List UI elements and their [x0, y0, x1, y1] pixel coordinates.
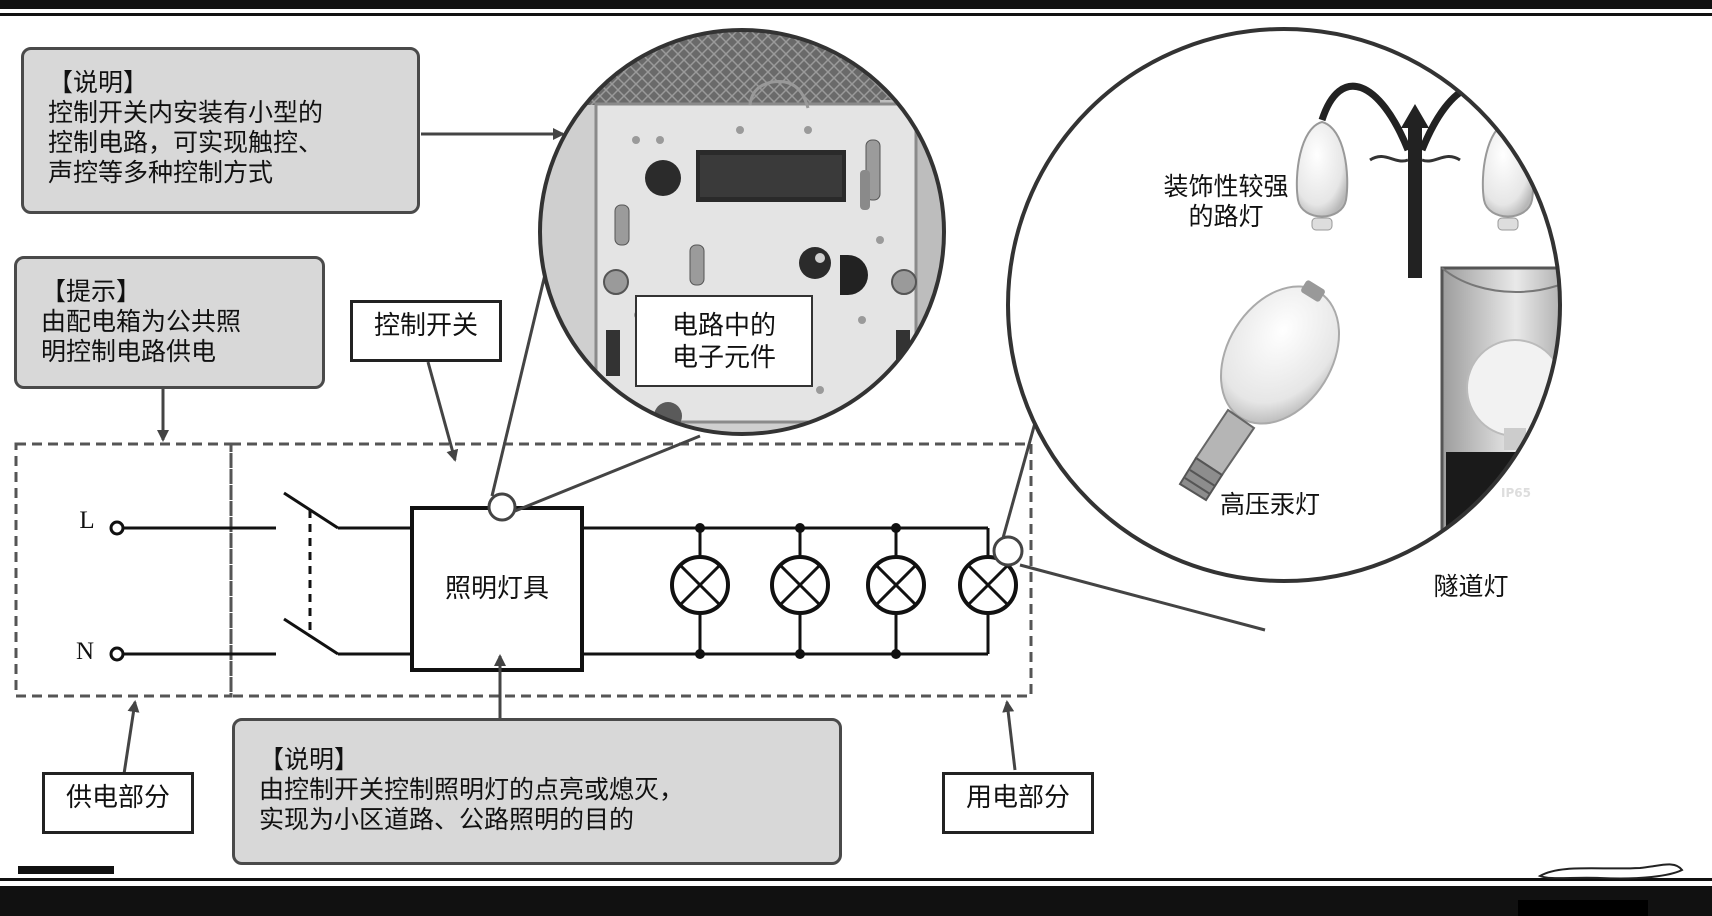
- lamp-symbol: [866, 523, 926, 659]
- lamp-symbol: [770, 523, 830, 659]
- junction-dot: [695, 523, 705, 533]
- tunnel-lamp-badge: IP65: [1501, 486, 1531, 500]
- circuit-caption-box: [635, 295, 813, 387]
- terminal-N-label: N: [75, 638, 95, 665]
- note-heading: 【说明】: [48, 68, 149, 97]
- circuit-board-photo: [538, 28, 946, 436]
- tunnel-lamp-image: [1440, 266, 1560, 550]
- note-line: 由控制开关控制照明灯的点亮或熄灭，: [259, 775, 685, 804]
- circuit-caption: 电路中的 电子元件: [636, 310, 812, 374]
- lamp-symbol: [958, 528, 1018, 654]
- junction-dot: [891, 523, 901, 533]
- label-power-supply-part: 供电部分: [42, 772, 194, 834]
- junction-dot: [795, 649, 805, 659]
- zoom-marker-switch: [487, 492, 517, 522]
- note-hint-power: 【提示】 由配电箱为公共照 明控制电路供电: [14, 256, 325, 389]
- note-line: 实现为小区道路、公路照明的目的: [259, 805, 635, 834]
- label-lighting-fixture: 照明灯具: [444, 574, 549, 604]
- note-line: 明控制电路供电: [41, 337, 217, 366]
- zoom-marker-lamp: [992, 535, 1024, 567]
- junction-dot: [695, 649, 705, 659]
- terminal-L-dot: [109, 520, 125, 536]
- junction-dot: [795, 523, 805, 533]
- junction-dot: [891, 649, 901, 659]
- region-boxes: [14, 442, 1033, 698]
- decorative-street-lamp-image: [1295, 82, 1535, 278]
- label-control-switch: 控制开关: [350, 300, 502, 362]
- tunnel-lamp-caption: 隧道灯: [1433, 572, 1509, 601]
- mercury-lamp-caption: 高压汞灯: [1219, 490, 1320, 519]
- note-line: 声控等多种控制方式: [48, 158, 274, 187]
- note-heading: 【提示】: [41, 277, 142, 306]
- circuit-caption-line: 电路中的: [671, 311, 776, 341]
- terminal-L-label: L: [79, 507, 95, 534]
- label-power-use-part: 用电部分: [942, 772, 1094, 834]
- decorative-lamp-caption-line: 的路灯: [1188, 202, 1264, 231]
- note-lighting-control: 【说明】 由控制开关控制照明灯的点亮或熄灭， 实现为小区道路、公路照明的目的: [232, 718, 842, 865]
- note-line: 由配电箱为公共照: [41, 307, 242, 336]
- decorative-lamp-caption-line: 装饰性较强: [1163, 172, 1289, 201]
- circuit-caption-line: 电子元件: [671, 343, 776, 373]
- lamp-photos: [1006, 27, 1562, 583]
- note-control-switch: 【说明】 控制开关内安装有小型的 控制电路，可实现触控、 声控等多种控制方式: [21, 47, 420, 214]
- note-line: 控制开关内安装有小型的: [48, 98, 324, 127]
- mercury-lamp-image: [1178, 280, 1341, 502]
- lamp-symbol: [670, 523, 730, 659]
- callout-arrows: [122, 128, 1017, 775]
- lamp-bank: [670, 523, 1018, 659]
- circuit: [109, 491, 990, 672]
- note-line: 控制电路，可实现触控、: [48, 128, 324, 157]
- note-heading: 【说明】: [259, 745, 360, 774]
- decorative-lamp-caption: 装饰性较强 的路灯: [1146, 172, 1306, 232]
- lighting-fixture-box: [410, 506, 584, 672]
- terminal-N-dot: [109, 646, 125, 662]
